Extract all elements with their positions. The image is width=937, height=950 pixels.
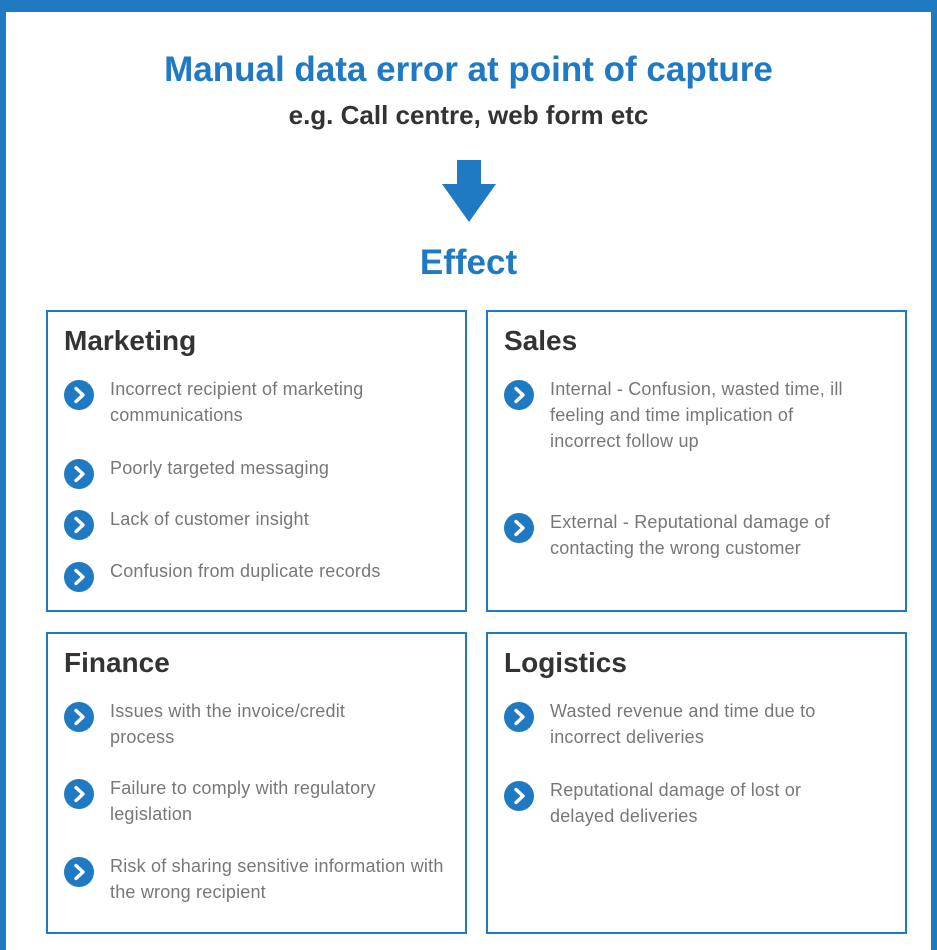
chevron-right-circle-icon	[504, 380, 534, 410]
list-item-text: Failure to comply with regulatory legisl…	[110, 778, 376, 824]
list-item: Wasted revenue and time due to incorrect…	[504, 698, 905, 750]
list-item-text: Issues with the invoice/credit process	[110, 701, 346, 747]
chevron-right-circle-icon	[504, 513, 534, 543]
list-item-text: Incorrect recipient of marketing communi…	[110, 379, 364, 425]
chevron-right-circle-icon	[64, 702, 94, 732]
list-item: Reputational damage of lost or delayed d…	[504, 777, 905, 829]
chevron-right-circle-icon	[504, 702, 534, 732]
list-item-text: External - Reputational damage of contac…	[550, 512, 830, 558]
sales-title: Sales	[504, 325, 578, 356]
list-item: Failure to comply with regulatory legisl…	[64, 775, 465, 827]
list-item-text: Wasted revenue and time due to incorrect…	[550, 701, 816, 747]
list-item-text: Confusion from duplicate records	[110, 561, 381, 581]
chevron-right-circle-icon	[504, 781, 534, 811]
list-item: Incorrect recipient of marketing communi…	[64, 376, 465, 428]
chevron-right-circle-icon	[64, 380, 94, 410]
page-subtitle: e.g. Call centre, web form etc	[288, 100, 649, 130]
list-item-text: Reputational damage of lost or delayed d…	[550, 780, 802, 826]
list-item: Poorly targeted messaging	[64, 455, 465, 489]
marketing-title: Marketing	[64, 325, 197, 356]
list-item-text: Risk of sharing sensitive information wi…	[110, 856, 444, 902]
list-item-text: Poorly targeted messaging	[110, 458, 330, 478]
logistics-title: Logistics	[504, 647, 627, 678]
list-item-text: Lack of customer insight	[110, 509, 309, 529]
page-title: Manual data error at point of capture	[164, 50, 773, 89]
chevron-right-circle-icon	[64, 857, 94, 887]
effect-heading: Effect	[419, 243, 518, 282]
marketing-box: Marketing Incorrect recipient of marketi…	[46, 310, 467, 612]
list-item: Risk of sharing sensitive information wi…	[64, 853, 465, 905]
list-item-text: Internal - Confusion, wasted time, ill f…	[550, 379, 843, 451]
list-item: External - Reputational damage of contac…	[504, 509, 905, 561]
logistics-box: Logistics Wasted revenue and time due to…	[486, 632, 907, 934]
finance-title: Finance	[64, 647, 170, 678]
chevron-right-circle-icon	[64, 459, 94, 489]
list-item: Internal - Confusion, wasted time, ill f…	[504, 376, 905, 454]
list-item: Confusion from duplicate records	[64, 558, 465, 592]
list-item: Issues with the invoice/credit process	[64, 698, 465, 750]
chevron-right-circle-icon	[64, 562, 94, 592]
list-item: Lack of customer insight	[64, 506, 465, 540]
finance-box: Finance Issues with the invoice/credit p…	[46, 632, 467, 934]
chevron-right-circle-icon	[64, 779, 94, 809]
chevron-right-circle-icon	[64, 510, 94, 540]
sales-box: Sales Internal - Confusion, wasted time,…	[486, 310, 907, 612]
arrow-down-icon	[442, 160, 496, 222]
